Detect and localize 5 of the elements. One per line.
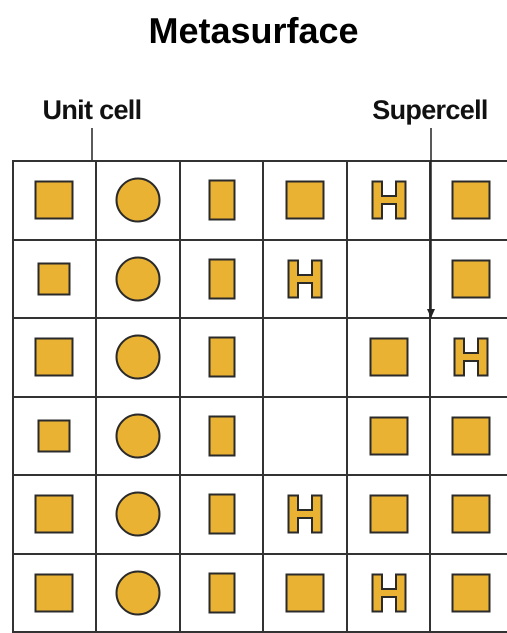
title: Metasurface	[147, 9, 360, 53]
callout-label: Supercell	[372, 95, 488, 125]
leader-line	[91, 128, 93, 160]
arrow	[427, 128, 435, 318]
callout-label: Unit cell	[42, 95, 142, 125]
